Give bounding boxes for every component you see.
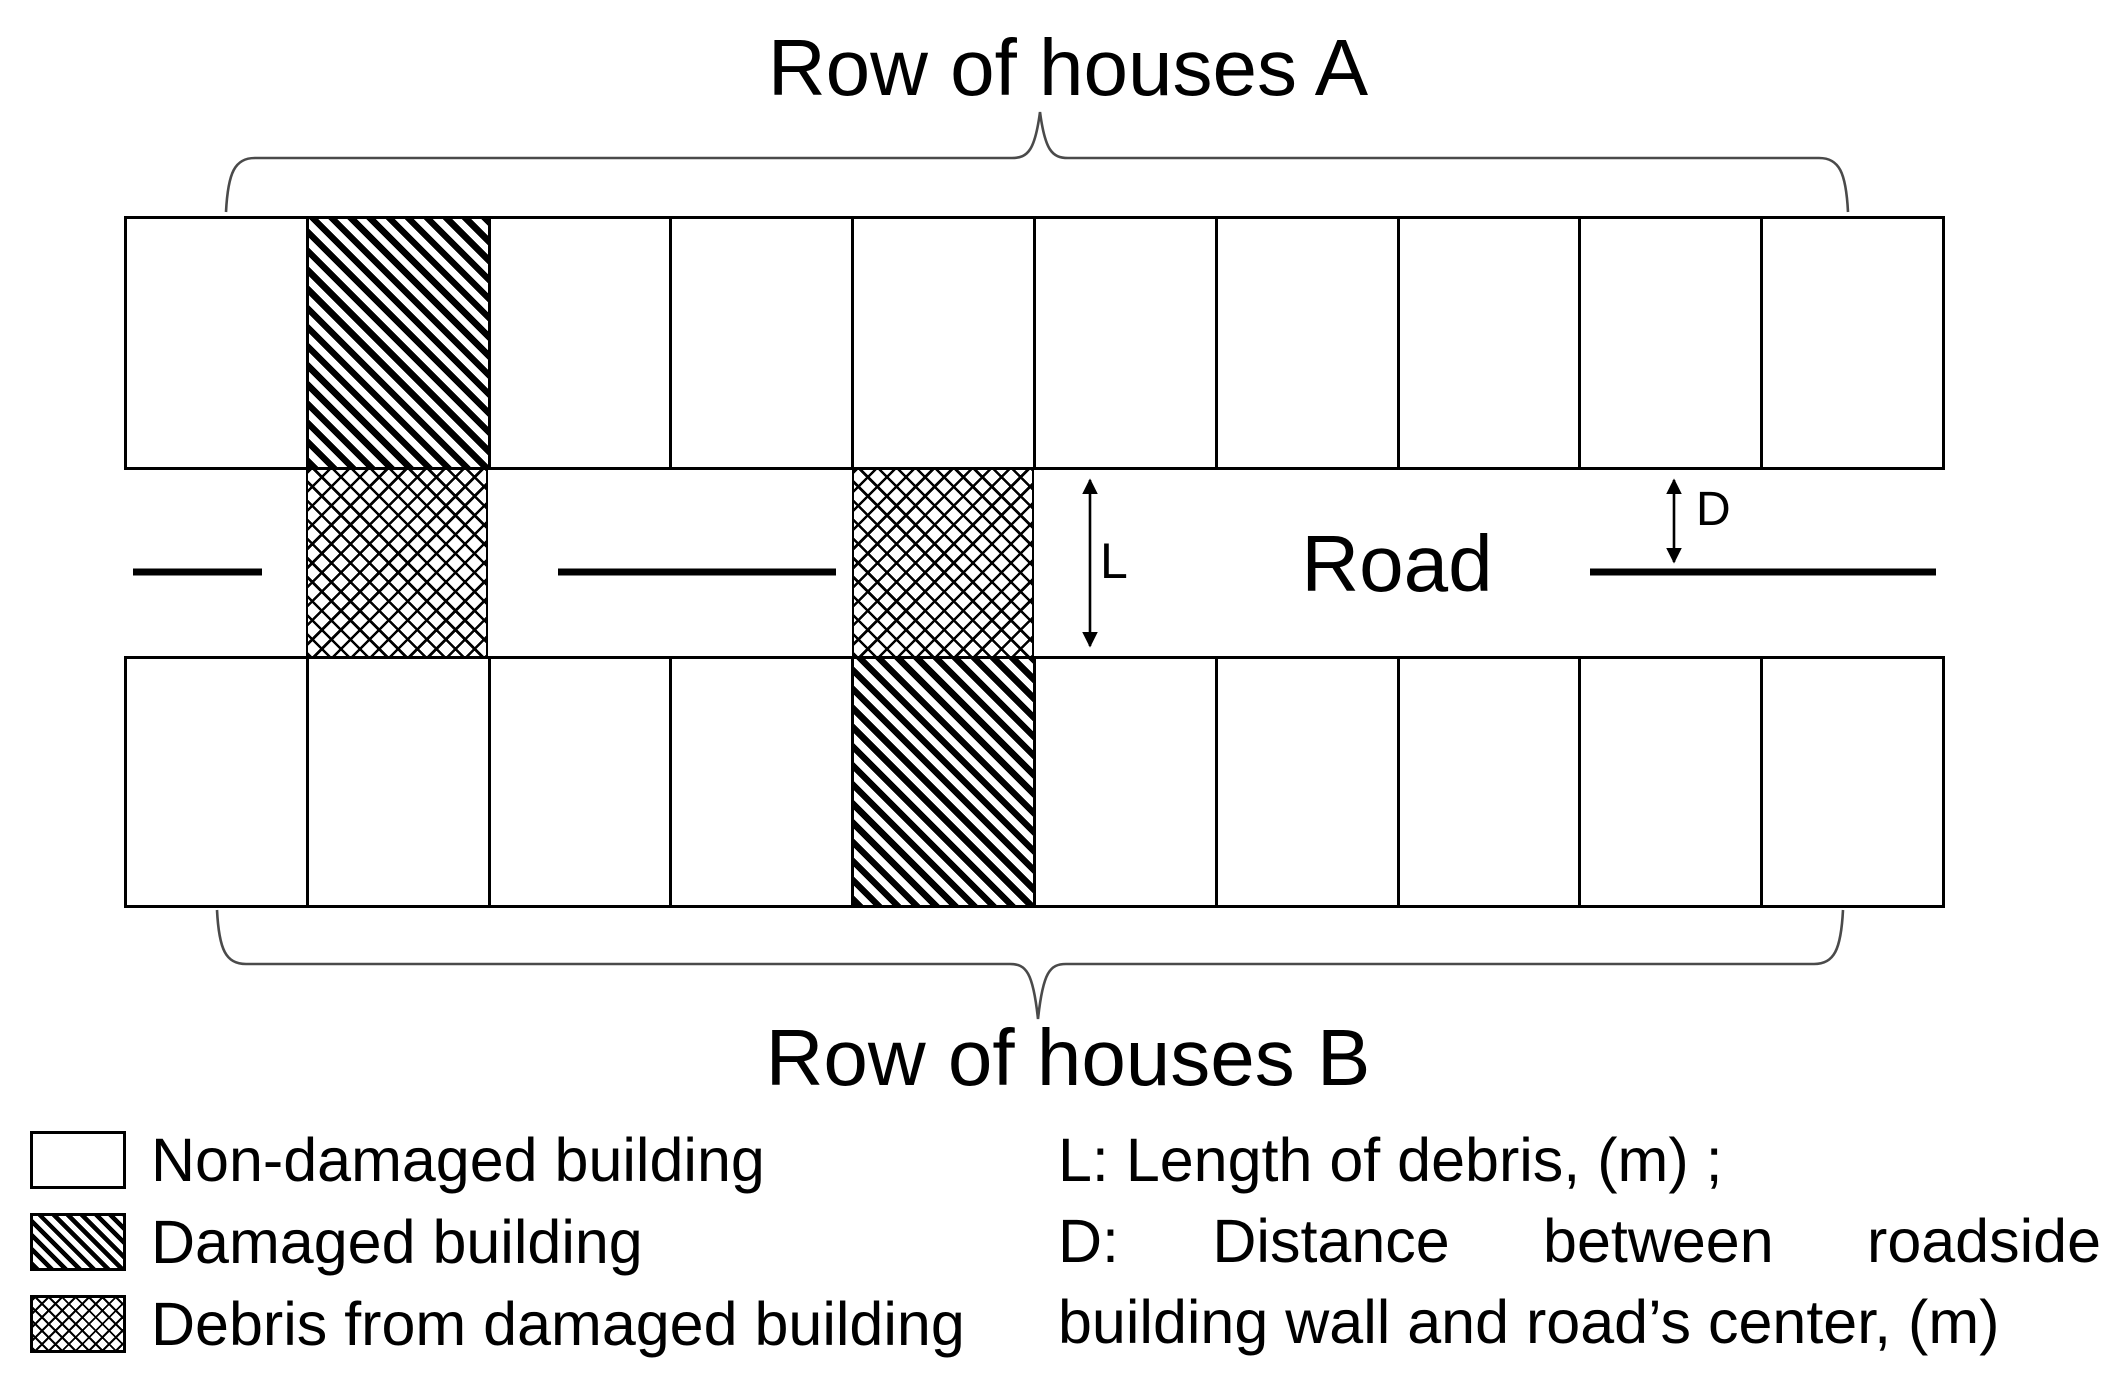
row-b-house-3 — [490, 659, 673, 905]
row-b-house-4 — [672, 659, 855, 905]
note-distance-line1: D: Distance between roadside — [1058, 1207, 2101, 1275]
legend-label: Damaged building — [151, 1208, 643, 1276]
row-b-house-1 — [127, 659, 309, 905]
row-a-house-7 — [1217, 219, 1400, 467]
note-length: L: Length of debris, (m) ; — [1058, 1126, 1723, 1194]
measurement-notes: L: Length of debris, (m) ; D: Distance b… — [1058, 1120, 2101, 1363]
legend-item-non-damaged: Non-damaged building — [30, 1119, 765, 1201]
brace-row-b — [215, 909, 1845, 1020]
row-a-house-9 — [1581, 219, 1764, 467]
legend-label: Debris from damaged building — [151, 1290, 965, 1358]
row-a-house-10 — [1763, 219, 1942, 467]
row-a-house-3 — [490, 219, 673, 467]
brace-row-a — [224, 111, 1850, 213]
row-a-house-4 — [672, 219, 855, 467]
row-b-title: Row of houses B — [765, 1013, 1371, 1102]
road-label: Road — [1301, 519, 1493, 608]
debris-swatch — [30, 1295, 126, 1353]
row-b-house-10 — [1763, 659, 1942, 905]
row-b-house-8 — [1399, 659, 1582, 905]
row-b-house-2 — [308, 659, 491, 905]
row-a-house-5 — [854, 219, 1036, 467]
row-b-house-7 — [1217, 659, 1400, 905]
row-a-house-6 — [1035, 219, 1218, 467]
debris-from-row-b-building — [852, 470, 1034, 656]
row-a-title: Row of houses A — [767, 23, 1369, 112]
non-damaged-swatch — [30, 1131, 126, 1189]
legend-label: Non-damaged building — [151, 1126, 765, 1194]
row-b-house-6 — [1035, 659, 1218, 905]
row-of-houses-a — [124, 216, 1945, 470]
legend-item-debris: Debris from damaged building — [30, 1283, 965, 1365]
legend-item-damaged: Damaged building — [30, 1201, 643, 1283]
note-distance-line2: building wall and road’s center, (m) — [1058, 1288, 2000, 1356]
row-a-house-2-damaged — [308, 219, 491, 467]
debris-from-row-a-building — [306, 470, 488, 656]
row-a-house-8 — [1399, 219, 1582, 467]
distance-arrow-label: D — [1696, 483, 1731, 536]
row-b-house-5-damaged — [854, 659, 1036, 905]
row-a-house-1 — [127, 219, 309, 467]
row-b-house-9 — [1581, 659, 1764, 905]
row-of-houses-b — [124, 656, 1945, 908]
length-arrow-label: L — [1100, 533, 1128, 589]
damaged-swatch — [30, 1213, 126, 1271]
